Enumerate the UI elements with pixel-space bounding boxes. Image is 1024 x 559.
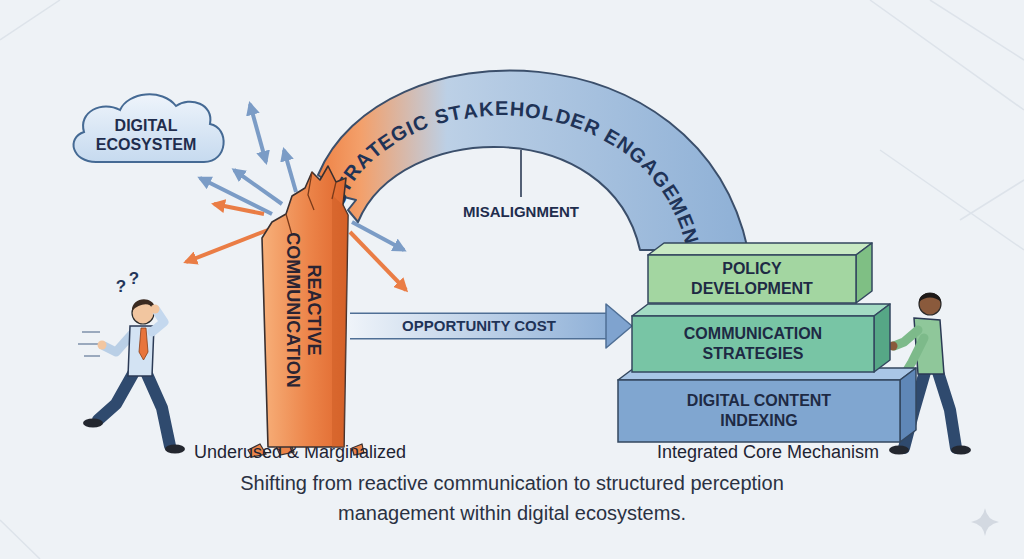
sparkle (971, 508, 999, 536)
block-text: DIGITAL CONTENT INDEXING (664, 380, 854, 442)
node-text: DIGITAL ECOSYSTEM (84, 112, 208, 158)
block-side (856, 243, 872, 303)
head (919, 293, 941, 315)
shoe (951, 446, 971, 455)
burst-arrow (250, 104, 266, 162)
arch-text: STRATEGIC STAKEHOLDER ENGAGEMENT (300, 20, 770, 270)
burst-arrow (234, 170, 282, 204)
block-front (632, 316, 874, 372)
block-top (648, 243, 872, 255)
pillar-body (262, 166, 348, 447)
leg (146, 372, 170, 446)
text-label: ? (126, 269, 142, 289)
burst-arrow (214, 204, 264, 214)
edge-label: OPPORTUNITY COST (369, 316, 589, 336)
arch-band: STRATEGIC STAKEHOLDER ENGAGEMENT (300, 20, 770, 270)
arch-letter: T (447, 101, 463, 125)
caption: Shifting from reactive communication to … (192, 468, 832, 528)
arm (906, 338, 924, 372)
block-top (618, 368, 916, 380)
cloud-outline (74, 94, 224, 162)
arrow-body (350, 314, 608, 338)
burst-arrow (186, 230, 268, 262)
shoe (83, 419, 103, 428)
block-arrow (350, 304, 632, 348)
text-label: Integrated Core Mechanism (618, 442, 918, 464)
leader-line (520, 150, 522, 197)
shoe (165, 445, 185, 454)
crack-lines (286, 172, 336, 235)
leg (938, 372, 956, 448)
block-top (632, 304, 890, 316)
block-front (648, 255, 856, 303)
block-front (618, 380, 900, 442)
block-side (900, 368, 916, 442)
hand (151, 305, 160, 314)
arch-letter: O (524, 99, 542, 123)
arch-letter: A (462, 99, 479, 123)
shoe (889, 446, 909, 455)
burst-arrow (284, 150, 296, 192)
hand (98, 341, 107, 350)
arch-letter: K (478, 98, 494, 121)
arrow-head (606, 304, 632, 348)
arrow-outline (350, 313, 608, 340)
broken-pillar: REACTIVE COMMUNICATION (258, 165, 350, 455)
burst-arrow (200, 178, 272, 214)
stack-block: POLICY DEVELOPMENT (648, 243, 872, 303)
stack-block: COMMUNICATION STRATEGIES (632, 304, 890, 372)
stack-block: DIGITAL CONTENT INDEXING (618, 368, 916, 442)
arm (894, 330, 918, 346)
text-label: MISALIGNMENT (446, 203, 596, 221)
burst-arrow (352, 222, 404, 250)
leg (98, 372, 134, 420)
tie (139, 328, 148, 360)
arch-letter: H (509, 98, 525, 121)
cloud-node: DIGITAL ECOSYSTEM (62, 86, 230, 166)
block-text: COMMUNICATION STRATEGIES (663, 316, 843, 372)
block-side (874, 304, 890, 372)
arch-letter: E (495, 97, 508, 119)
burst-arrow (350, 232, 406, 290)
motion-lines (78, 332, 100, 356)
hair (919, 293, 941, 302)
text-label: ? (113, 277, 129, 297)
pillar-side (332, 195, 348, 447)
arm (104, 334, 132, 352)
pillar-text: REACTIVE COMMUNICATION (280, 220, 326, 400)
block-text: POLICY DEVELOPMENT (677, 255, 827, 303)
arch-band-shape (318, 70, 748, 250)
